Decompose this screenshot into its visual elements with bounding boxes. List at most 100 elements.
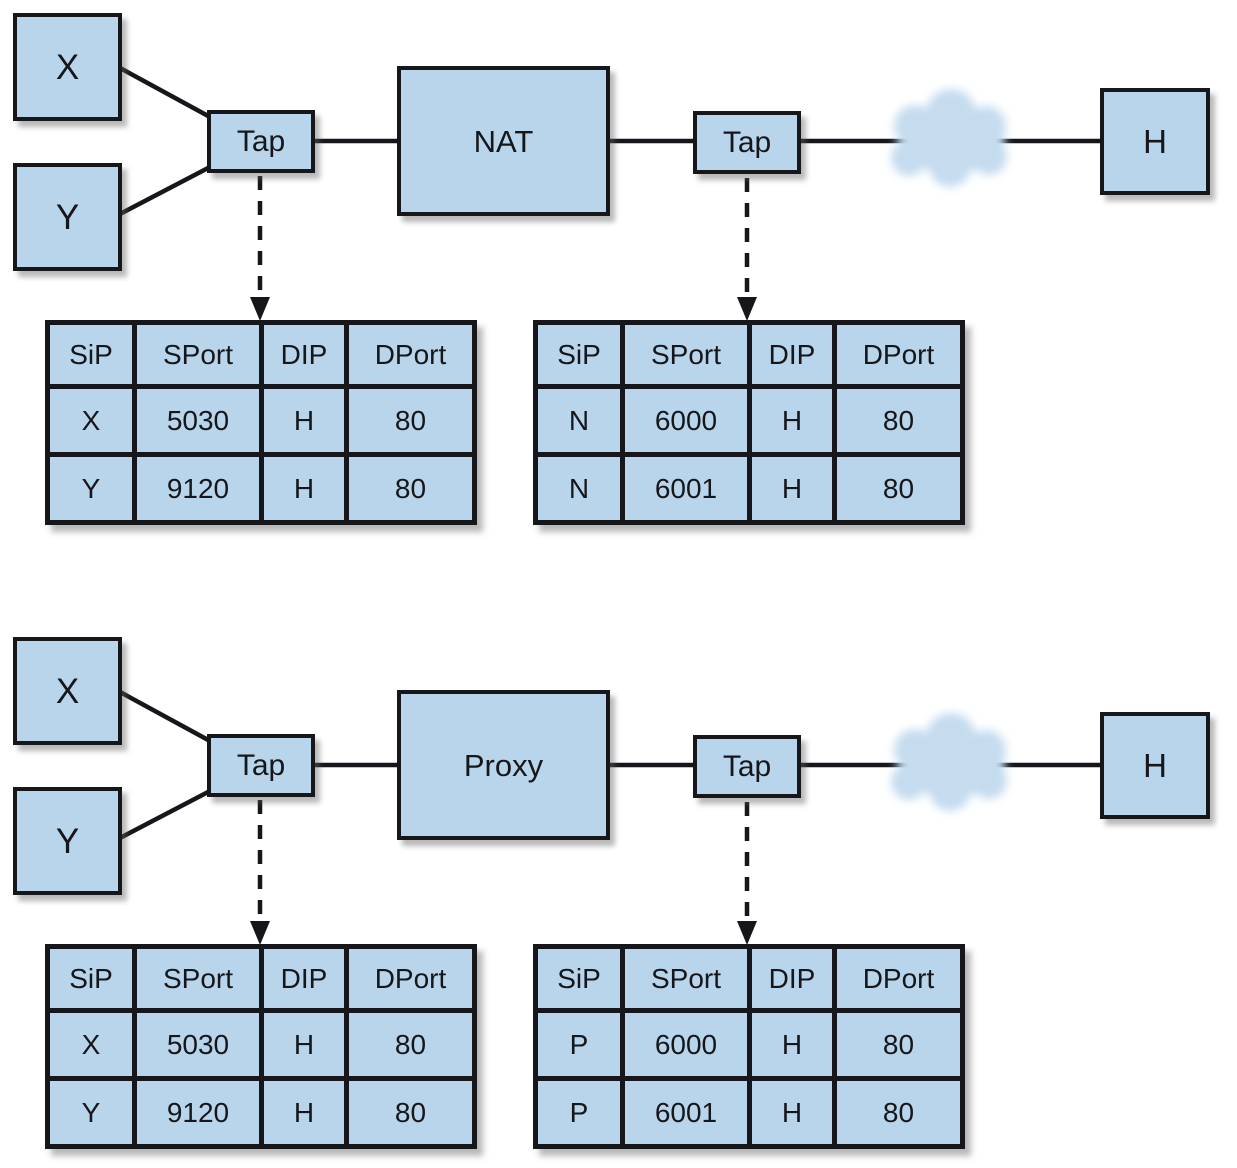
tap-right-node: Tap [693,735,801,798]
table-cell: 80 [344,384,477,457]
wire-y-to-tap [118,789,212,840]
table-cell: 80 [832,1008,965,1081]
table-cell: X [45,1008,137,1081]
nat-diagram-panel: X Y Tap NAT Tap H SiP SPort DIP DPort X [0,0,1237,544]
table-header-row: SiP SPort DIP DPort [533,320,965,389]
proxy-node: Proxy [397,690,610,840]
tap-left-label: Tap [236,124,286,158]
table-header-cell: SiP [45,944,137,1013]
table-cell: Y [45,1076,137,1149]
host-h-node: H [1100,712,1210,819]
tap-right-label: Tap [722,749,772,783]
table-cell: Y [45,452,137,525]
client-x-node: X [13,637,122,745]
table-header-cell: DIP [747,320,837,389]
table-row: P 6000 H 80 [533,1008,965,1081]
wire-y-to-tap [118,165,212,216]
table-header-cell: SPort [620,944,752,1013]
table-header-cell: DIP [259,944,349,1013]
table-cell: 80 [344,452,477,525]
table-cell: 80 [344,1076,477,1149]
table-cell: H [747,384,837,457]
table-cell: 6001 [620,452,752,525]
table-cell: 6001 [620,1076,752,1149]
table-cell: 6000 [620,384,752,457]
nat-node: NAT [397,66,610,216]
table-cell: H [747,1076,837,1149]
tap-left-arrow [250,800,270,945]
proxy-inside-tap-table: SiP SPort DIP DPort X 5030 H 80 Y 9120 H… [45,944,477,1149]
table-cell: H [259,384,349,457]
table-header-cell: DPort [832,320,965,389]
table-header-cell: DPort [344,320,477,389]
client-x-label: X [55,671,80,711]
tap-right-node: Tap [693,111,801,174]
table-header-cell: DPort [344,944,477,1013]
table-header-cell: SiP [533,320,625,389]
tap-right-arrow [737,802,757,945]
tap-left-arrow [250,176,270,321]
table-header-row: SiP SPort DIP DPort [533,944,965,1013]
table-cell: 80 [832,452,965,525]
table-cell: N [533,384,625,457]
table-row: N 6001 H 80 [533,452,965,525]
proxy-diagram-panel: X Y Tap Proxy Tap H SiP SPort DIP DPort … [0,624,1237,1168]
table-row: N 6000 H 80 [533,384,965,457]
table-header-row: SiP SPort DIP DPort [45,944,477,1013]
table-header-cell: SPort [620,320,752,389]
table-header-cell: SPort [132,944,264,1013]
client-x-label: X [55,47,80,87]
wire-x-to-tap [118,690,212,743]
table-cell: 6000 [620,1008,752,1081]
table-cell: H [259,1008,349,1081]
client-y-node: Y [13,163,122,271]
tap-left-node: Tap [207,734,315,797]
internet-cloud-icon [891,89,1007,187]
table-cell: 5030 [132,384,264,457]
internet-cloud-icon [891,713,1007,811]
table-cell: H [747,1008,837,1081]
nat-outside-tap-table: SiP SPort DIP DPort N 6000 H 80 N 6001 H… [533,320,965,525]
table-row: X 5030 H 80 [45,384,477,457]
table-header-cell: DPort [832,944,965,1013]
table-cell: H [259,1076,349,1149]
client-y-label: Y [55,197,80,237]
table-cell: 5030 [132,1008,264,1081]
proxy-label: Proxy [463,747,544,783]
host-h-label: H [1143,123,1167,160]
table-cell: 80 [344,1008,477,1081]
table-header-cell: DIP [747,944,837,1013]
table-header-cell: SPort [132,320,264,389]
host-h-node: H [1100,88,1210,195]
table-row: X 5030 H 80 [45,1008,477,1081]
wire-x-to-tap [118,66,212,119]
table-header-cell: SiP [45,320,137,389]
table-row: P 6001 H 80 [533,1076,965,1149]
table-row: Y 9120 H 80 [45,1076,477,1149]
table-cell: N [533,452,625,525]
client-y-node: Y [13,787,122,895]
tap-left-label: Tap [236,748,286,782]
table-cell: 9120 [132,452,264,525]
client-y-label: Y [55,821,80,861]
nat-label: NAT [473,123,534,159]
proxy-wires-layer [118,690,1102,945]
proxy-outside-tap-table: SiP SPort DIP DPort P 6000 H 80 P 6001 H… [533,944,965,1149]
table-cell: 80 [832,1076,965,1149]
nat-wires-layer [118,66,1102,321]
table-header-row: SiP SPort DIP DPort [45,320,477,389]
client-x-node: X [13,13,122,121]
table-header-cell: DIP [259,320,349,389]
table-cell: H [259,452,349,525]
table-cell: P [533,1076,625,1149]
tap-right-arrow [737,178,757,321]
host-h-label: H [1143,747,1167,784]
nat-inside-tap-table: SiP SPort DIP DPort X 5030 H 80 Y 9120 H… [45,320,477,525]
table-cell: P [533,1008,625,1081]
table-cell: 80 [832,384,965,457]
table-cell: H [747,452,837,525]
table-row: Y 9120 H 80 [45,452,477,525]
table-cell: 9120 [132,1076,264,1149]
table-cell: X [45,384,137,457]
